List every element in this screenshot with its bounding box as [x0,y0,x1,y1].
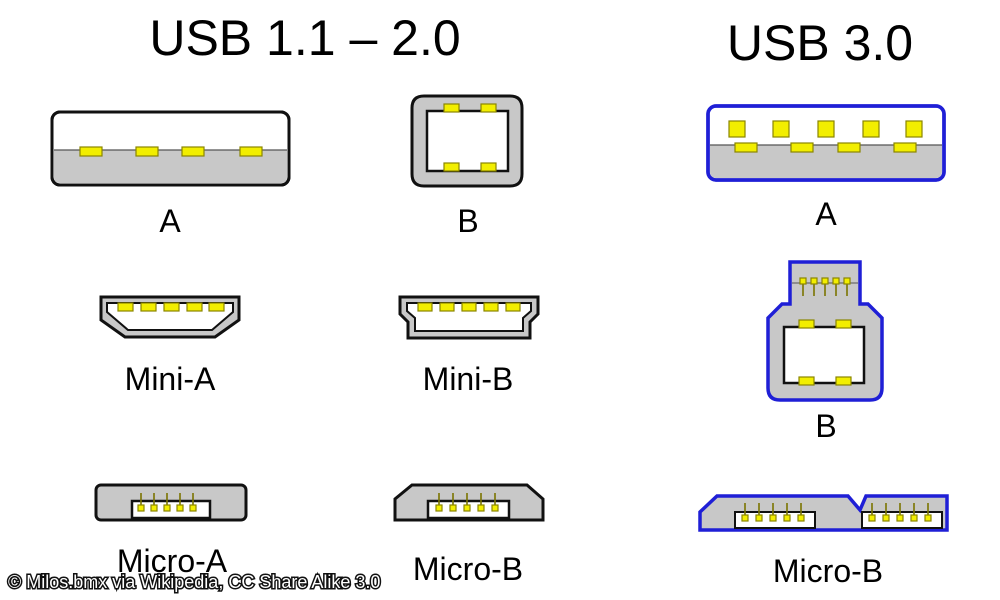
usb2-type-b-connector [410,94,524,188]
usb2-type-a-label: A [159,203,181,239]
usb3-type-a-label: A [815,196,837,232]
usb2-mini-a-connector [99,295,241,339]
usb2-heading: USB 1.1 – 2.0 [149,10,460,66]
usb2-mini-a-label: Mini-A [125,361,216,397]
usb3-type-b-label: B [815,408,836,444]
usb3-type-b-connector [766,260,884,402]
usb3-micro-b-label: Micro-B [773,553,883,589]
usb2-mini-b-label: Mini-B [423,361,514,397]
image-credit: © Milos.bmx via Wikipedia, CC Share Alik… [8,572,380,592]
usb2-micro-a-connector [94,483,248,522]
usb2-micro-b-connector [393,483,545,522]
usb2-type-a-connector [50,110,291,187]
usb3-micro-b-connector [698,494,949,532]
usb3-type-a-connector [706,104,946,182]
usb3-heading: USB 3.0 [727,15,913,71]
usb2-micro-b-label: Micro-B [413,551,523,587]
usb2-type-b-label: B [457,203,478,239]
usb2-mini-b-connector [398,295,540,340]
usb2-micro-a-label: Micro-A [117,543,228,579]
